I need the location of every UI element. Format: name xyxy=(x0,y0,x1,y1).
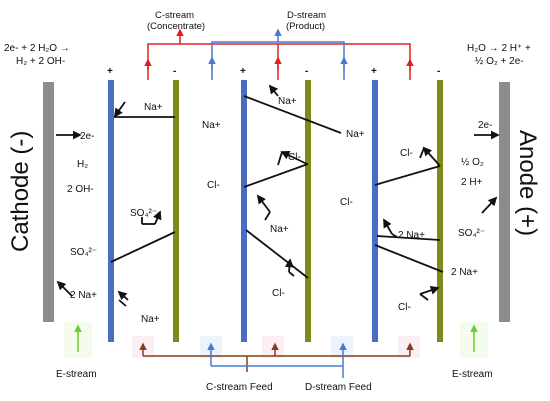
e-stream-left-label: E-stream xyxy=(56,369,97,380)
ion-c3-2na-right: 2 Na+ xyxy=(451,267,478,278)
membranes xyxy=(108,80,443,342)
ion-an-2h: 2 H+ xyxy=(461,177,483,188)
e-stream-right-label: E-stream xyxy=(452,369,493,380)
ion-c2-na-right: Na+ xyxy=(346,129,365,140)
anion-membrane-1 xyxy=(173,80,179,342)
ion-na-right: Na+ xyxy=(202,120,221,131)
ion-na-bottom: Na+ xyxy=(141,314,160,325)
polarity-m4: - xyxy=(305,66,308,77)
ion-labels: 2e- H₂ 2 OH- SO₄²⁻ 2 Na+ Na+ Na+ SO₄²⁻ N… xyxy=(67,96,492,325)
ion-c2-na-top: Na+ xyxy=(278,96,297,107)
ion-c3-2na: 2 Na+ xyxy=(398,230,425,241)
feed-manifold: E-stream E-stream C-stream Feed D-stream… xyxy=(56,322,493,393)
polarity-signs: + - + - + - xyxy=(107,66,440,77)
d-stream-feed-lines xyxy=(207,342,347,378)
ion-an-so4: SO₄²⁻ xyxy=(458,228,485,239)
d-stream-sublabel: (Product) xyxy=(286,21,325,32)
d-stream-outflow xyxy=(208,28,348,80)
cathode-label: Cathode (-) xyxy=(7,131,34,252)
ion-cat-h2: H₂ xyxy=(77,159,88,170)
ion-c2-na-mid: Na+ xyxy=(270,224,289,235)
ion-c2-cl: Cl- xyxy=(288,152,301,163)
ion-cat-2oh: 2 OH- xyxy=(67,184,94,195)
polarity-m5: + xyxy=(371,66,377,77)
c-stream-sublabel: (Concentrate) xyxy=(147,21,205,32)
d-stream-feed-label: D-stream Feed xyxy=(305,382,372,393)
polarity-m3: + xyxy=(240,66,246,77)
c-stream-feed-lines xyxy=(139,342,414,372)
anode-reaction-line1: H₂O → 2 H⁺ + xyxy=(467,43,531,54)
cation-membrane-1 xyxy=(108,80,114,342)
polarity-m1: + xyxy=(107,66,113,77)
anion-membrane-2 xyxy=(305,80,311,342)
ion-an-2e: 2e- xyxy=(478,120,492,131)
outflow-manifold: C-stream (Concentrate) D-stream (Product… xyxy=(144,10,414,80)
anode-label: Anode (+) xyxy=(514,130,541,236)
cation-membrane-2 xyxy=(241,80,247,342)
ion-c3-cl-bottom: Cl- xyxy=(398,302,411,313)
ion-cat-2e: 2e- xyxy=(80,131,94,142)
cation-membrane-3 xyxy=(372,80,378,342)
anode-reaction-line2: ½ O₂ + 2e- xyxy=(475,56,524,67)
polarity-m2: - xyxy=(173,66,176,77)
ion-paths xyxy=(56,84,500,307)
cathode-reaction-line2: H₂ + 2 OH- xyxy=(16,56,65,67)
anode-electrode xyxy=(499,82,510,322)
ion-so4-mid: SO₄²⁻ xyxy=(130,208,157,219)
ion-c2-cl-bottom: Cl- xyxy=(272,288,285,299)
cathode-reaction-line1: 2e- + 2 H₂O → xyxy=(4,43,70,54)
ion-an-o2: ½ O₂ xyxy=(461,157,484,168)
c-stream-outflow xyxy=(144,28,414,80)
ion-cat-2na: 2 Na+ xyxy=(70,290,97,301)
ion-c3-cl: Cl- xyxy=(340,197,353,208)
c-stream-feed-label: C-stream Feed xyxy=(206,382,273,393)
ion-na-top: Na+ xyxy=(144,102,163,113)
anion-membrane-3 xyxy=(437,80,443,342)
ion-c2-cl-left: Cl- xyxy=(207,180,220,191)
cathode-electrode xyxy=(43,82,54,322)
d-stream-label: D-stream xyxy=(287,10,326,21)
c-stream-label: C-stream xyxy=(155,10,194,21)
polarity-m6: - xyxy=(437,66,440,77)
ion-c3-cl-right: Cl- xyxy=(400,148,413,159)
ion-cat-so4: SO₄²⁻ xyxy=(70,247,97,258)
